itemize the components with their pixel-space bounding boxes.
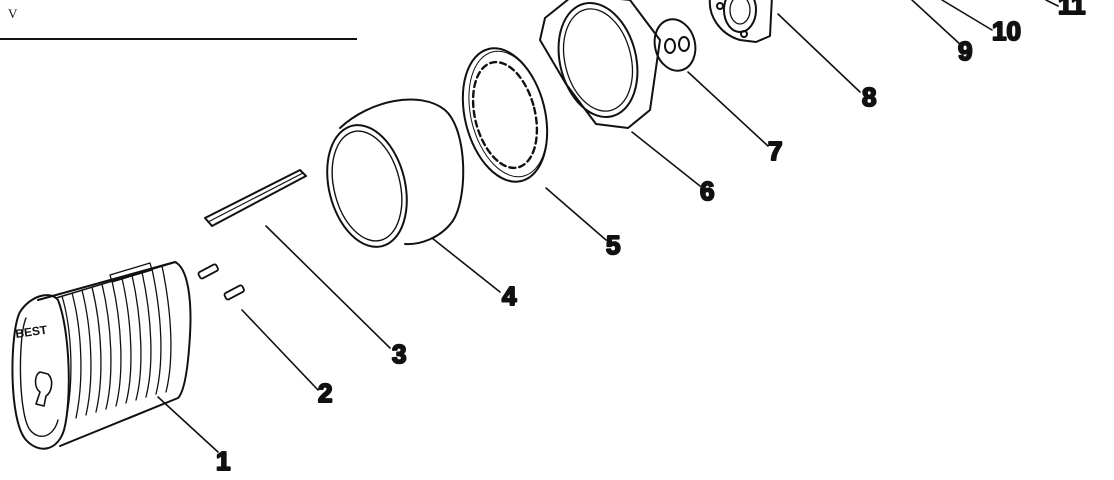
callout-9: 9 <box>958 36 972 66</box>
header-letter: V <box>8 6 18 21</box>
callout-8: 8 <box>862 82 876 112</box>
hex-nut-part <box>539 0 661 129</box>
small-washer-part <box>653 18 697 72</box>
callout-11: 11 <box>1058 0 1086 20</box>
callout-1: 1 <box>216 446 230 475</box>
cylinder-housing-part <box>11 261 192 450</box>
sleeve-part <box>326 98 465 248</box>
pins-part <box>197 263 245 301</box>
callout-7: 7 <box>768 136 782 166</box>
header-rule <box>0 38 357 40</box>
callout-10: 10 <box>992 16 1021 46</box>
callout-3: 3 <box>392 339 406 369</box>
flat-bar-part <box>204 169 307 227</box>
toothed-washer-part <box>461 47 549 183</box>
callout-2: 2 <box>318 378 332 408</box>
leader-lines <box>157 0 1059 453</box>
cam-plate-part <box>708 0 773 43</box>
callout-6: 6 <box>700 176 714 206</box>
callout-5: 5 <box>606 230 620 260</box>
brand-mark: BEST <box>14 323 48 341</box>
callout-4: 4 <box>502 281 517 311</box>
